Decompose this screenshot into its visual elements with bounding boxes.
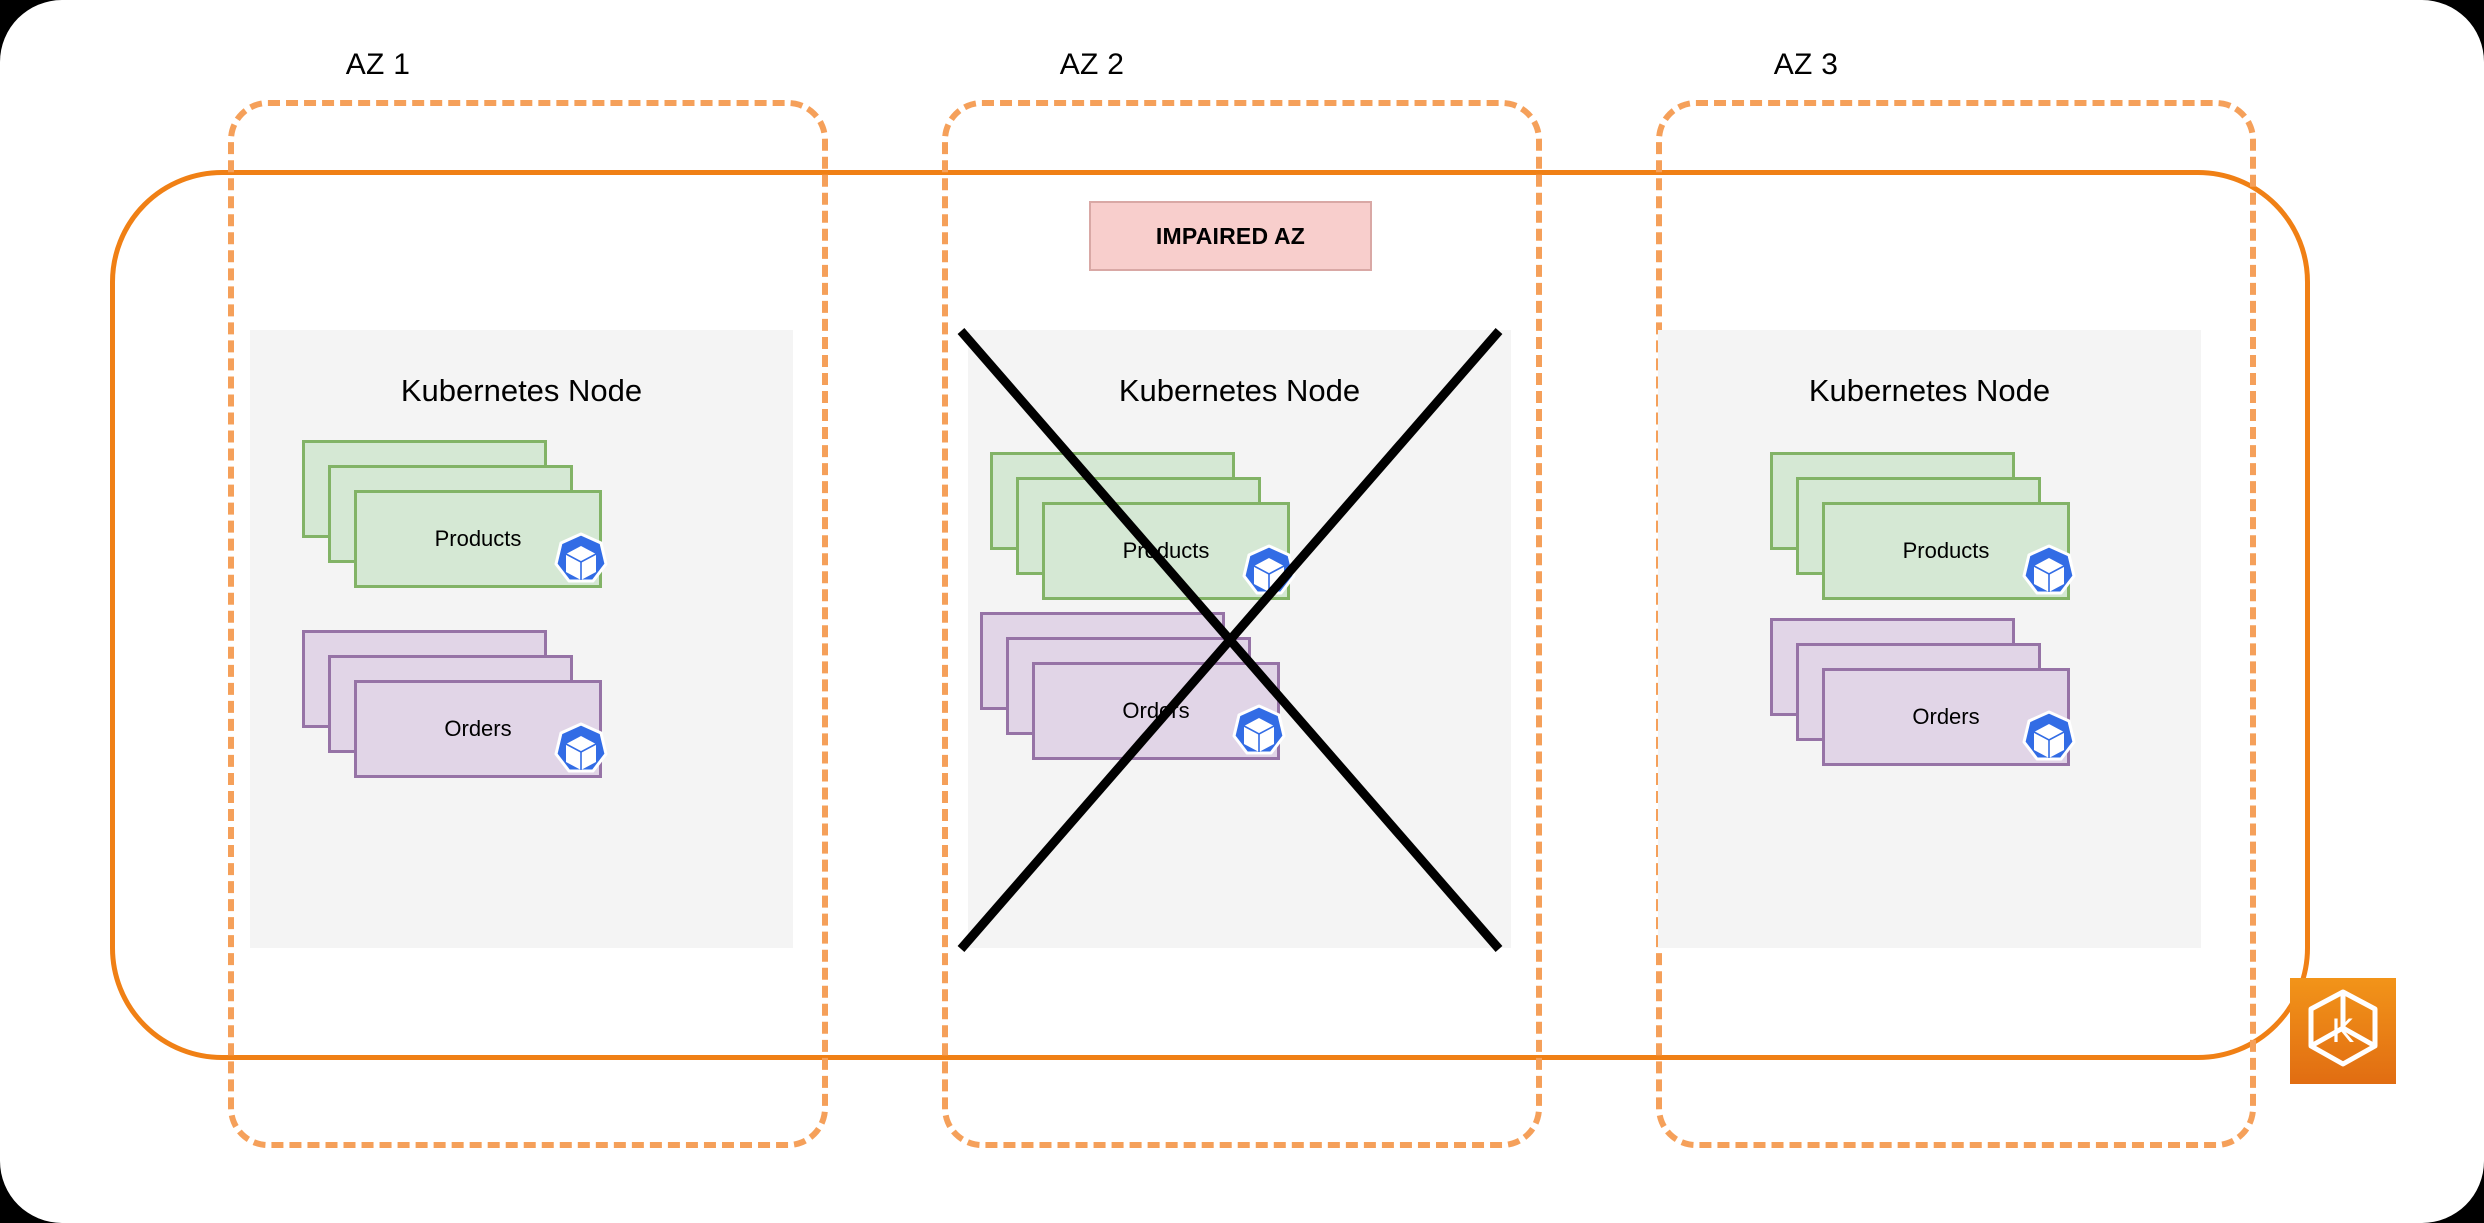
pod-stack-orders-az3: Orders bbox=[1770, 618, 2110, 788]
pod-label-orders-az3: Orders bbox=[1912, 704, 1980, 729]
pod-label-orders-az1: Orders bbox=[444, 716, 512, 741]
node-title-az1: Kubernetes Node bbox=[400, 373, 643, 408]
kubernetes-icon bbox=[2018, 710, 2080, 772]
pod-stack-orders-az1: Orders bbox=[302, 630, 642, 800]
az-label-az1: AZ 1 bbox=[345, 48, 411, 81]
node-panel-az3: Kubernetes Node Products bbox=[1658, 330, 2201, 948]
pod-stack-products-az2: Products bbox=[990, 452, 1330, 622]
az-label-az2: AZ 2 bbox=[1059, 48, 1125, 81]
pod-replica: Products bbox=[1822, 502, 2070, 600]
status-badge-impaired-az: IMPAIRED AZ bbox=[1089, 201, 1372, 271]
kubernetes-icon bbox=[550, 532, 612, 594]
node-title-az2: Kubernetes Node bbox=[1118, 373, 1361, 408]
az-zone-az1 bbox=[228, 100, 828, 1148]
pod-stack-products-az1: Products bbox=[302, 440, 642, 610]
pod-label-products-az1: Products bbox=[434, 526, 522, 551]
pod-replica: Products bbox=[354, 490, 602, 588]
svg-text:K: K bbox=[2332, 1012, 2355, 1050]
az-label-az3: AZ 3 bbox=[1773, 48, 1839, 81]
node-title-az3: Kubernetes Node bbox=[1808, 373, 2051, 408]
pod-label-products-az3: Products bbox=[1902, 538, 1990, 563]
eks-logo: K bbox=[2290, 978, 2396, 1084]
kubernetes-icon bbox=[1238, 544, 1300, 606]
kubernetes-icon bbox=[1228, 704, 1290, 766]
az-zone-az2 bbox=[942, 100, 1542, 1148]
pod-stack-products-az3: Products bbox=[1770, 452, 2110, 622]
node-panel-az1: Kubernetes Node Products bbox=[250, 330, 793, 948]
kubernetes-icon bbox=[2018, 544, 2080, 606]
pod-stack-orders-az2: Orders bbox=[980, 612, 1320, 782]
eks-cluster-boundary bbox=[110, 170, 2310, 1060]
node-panel-az2: Kubernetes Node Products bbox=[968, 330, 1511, 948]
kubernetes-icon bbox=[550, 722, 612, 784]
